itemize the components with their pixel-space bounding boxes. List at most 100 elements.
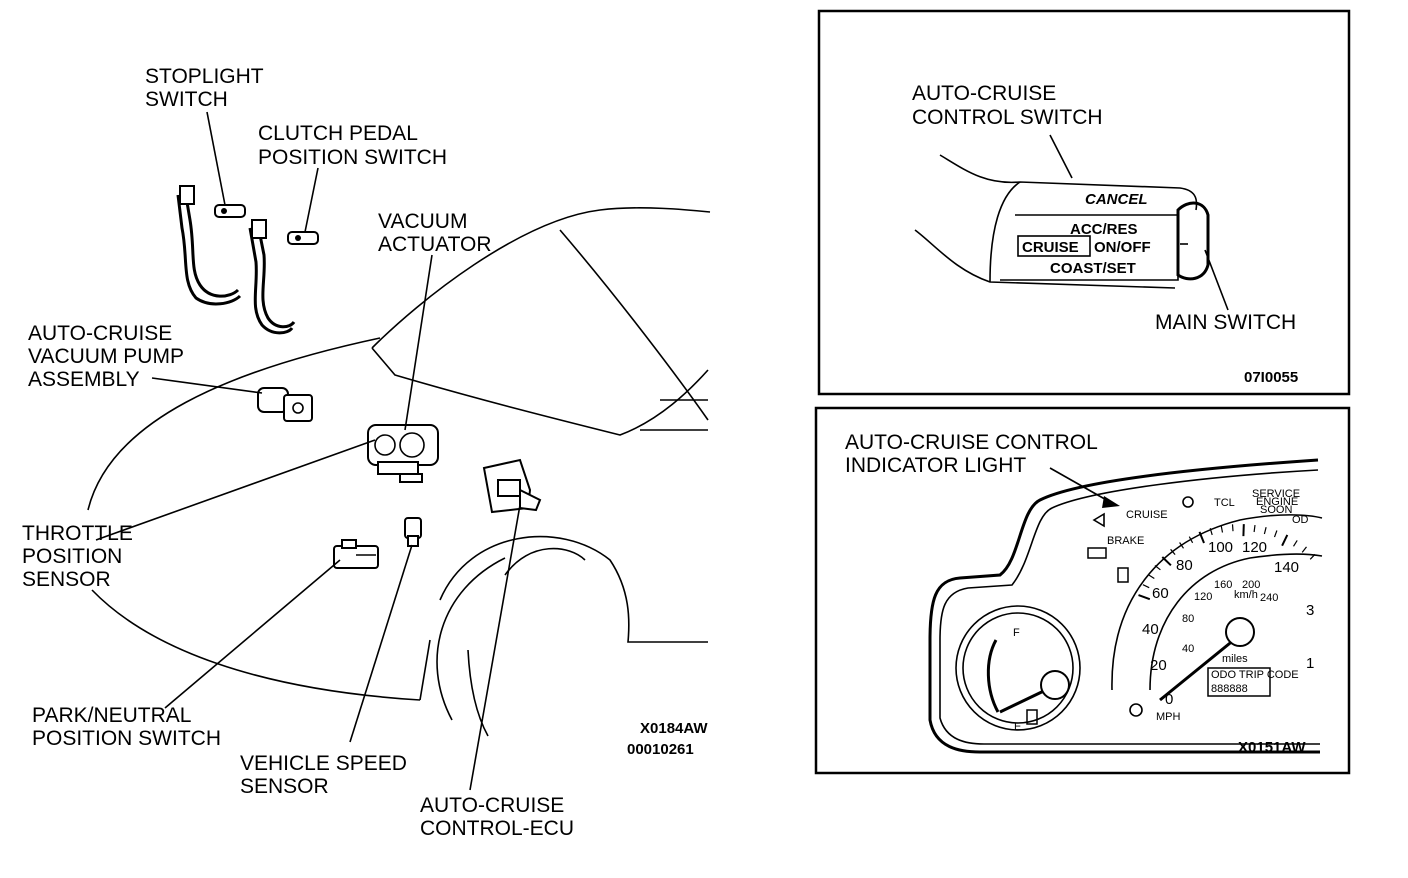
switch-panel-label-line1: AUTO-CRUISE [912,82,1056,105]
svg-text:AUTO-CRUISE: AUTO-CRUISE [420,794,564,817]
speed-tick [1198,531,1205,544]
vacuum-actuator-part [367,424,439,483]
speed-tick [1220,525,1224,533]
speed-tick [1170,548,1176,555]
speed-mark-20: 20 [1150,657,1167,674]
speed-tick [1154,565,1161,571]
speed-tick [1231,524,1234,532]
label-stoplight-switch: STOPLIGHT SWITCH [145,65,264,111]
speed-mark-100: 100 [1208,539,1233,556]
vehicle-speed-sensor-part [404,517,422,547]
leader-lines [95,111,521,791]
speed-mark-160-partial: 3 [1306,602,1314,619]
speed-tick [1301,546,1307,553]
switch-panel: AUTO-CRUISE CONTROL SWITCH CANCEL ACC/RE… [912,82,1298,386]
speed-mark-40: 40 [1142,621,1159,638]
svg-text:SENSOR: SENSOR [240,775,329,798]
inner-mark-80: 80 [1182,613,1194,625]
coast-set-label: COAST/SET [1050,260,1136,277]
kmh-mark-160: 160 [1214,579,1232,591]
svg-text:SENSOR: SENSOR [22,568,111,591]
vacuum-pump-part [257,387,313,422]
speed-mark-60: 60 [1152,585,1169,602]
cruise-switch-label: CRUISE [1022,239,1079,256]
kmh-mark-120: 120 [1194,591,1212,603]
battery-icon [1087,547,1107,559]
svg-text:POSITION: POSITION [22,545,122,568]
speed-tick [1292,540,1298,547]
speed-tick [1179,542,1184,549]
cluster-panel-frame [814,406,1351,775]
odometer-digits: 888888 [1211,683,1248,695]
clutch-pedal [248,219,296,335]
svg-text:POSITION SWITCH: POSITION SWITCH [32,727,221,750]
fuel-low-icon [1117,567,1129,583]
svg-text:ASSEMBLY: ASSEMBLY [28,368,140,391]
od-indicator-label: OD [1292,514,1309,526]
kmh-mark-200: 200 [1242,579,1260,591]
speed-mark-180-partial: 1 [1306,655,1314,672]
speed-tick [1273,530,1278,538]
svg-text:AUTO-CRUISE: AUTO-CRUISE [28,322,172,345]
acc-res-label: ACC/RES [1070,221,1138,238]
svg-text:STOPLIGHT: STOPLIGHT [145,65,264,88]
kmh-mark-240: 240 [1260,592,1278,604]
svg-text:SWITCH: SWITCH [145,88,228,111]
mph-label: MPH [1156,711,1181,723]
odometer-display [1207,667,1271,697]
svg-text:VACUUM: VACUUM [378,210,467,233]
speed-tick [1281,534,1289,547]
svg-text:ACTUATOR: ACTUATOR [378,233,492,256]
speed-mark-80: 80 [1176,557,1193,574]
indicator-arrow-icon [1102,496,1120,508]
speed-tick [1253,525,1256,533]
fuel-empty-label: E [1014,721,1021,733]
speed-tick [1142,584,1150,589]
clutch-switch-part [287,231,319,245]
cruise-indicator-label: CRUISE [1126,509,1168,521]
brake-indicator-label: BRAKE [1107,535,1144,547]
stoplight-switch-part [214,204,246,218]
switch-panel-frame [817,9,1351,396]
brake-pedal [176,185,242,306]
speed-tick [1161,556,1172,567]
speedometer: 0 20 40 60 80 100 120 140 120 160 200 24… [1111,514,1323,723]
fuel-gauge: F E [955,605,1081,733]
label-park-neutral-position-switch: PARK/NEUTRAL POSITION SWITCH [32,704,221,750]
svg-text:CLUTCH PEDAL: CLUTCH PEDAL [258,122,418,145]
svg-text:X0184AW: X0184AW [640,720,708,737]
switch-panel-label-line2: CONTROL SWITCH [912,106,1103,129]
speed-tick [1138,594,1151,601]
speed-tick [1309,553,1316,560]
fuel-pump-icon [1026,709,1038,725]
cancel-label: CANCEL [1085,191,1148,208]
seatbelt-icon [1182,496,1194,508]
cruise-box [1017,235,1091,257]
soon-label: SOON [1260,504,1292,516]
label-vacuum-actuator: VACUUM ACTUATOR [378,210,492,256]
control-ecu-part [482,458,542,514]
service-label: SERVICE [1252,488,1300,500]
speed-tick [1188,536,1194,544]
label-vacuum-pump-assembly: AUTO-CRUISE VACUUM PUMP ASSEMBLY [28,322,184,391]
park-neutral-switch-part [333,539,379,569]
miles-label: miles [1222,653,1248,665]
on-off-label: ON/OFF [1094,239,1151,256]
needle-hub [1225,617,1255,647]
svg-text:PARK/NEUTRAL: PARK/NEUTRAL [32,704,191,727]
svg-text:POSITION SWITCH: POSITION SWITCH [258,146,447,169]
label-vehicle-speed-sensor: VEHICLE SPEED SENSOR [240,752,407,798]
fuel-full-label: F [1013,627,1020,639]
cluster-panel: AUTO-CRUISE CONTROL INDICATOR LIGHT F E … [845,431,1323,756]
car-body-outline [87,207,711,737]
inner-mark-40: 40 [1182,643,1194,655]
cluster-panel-code: X0151AW [1238,739,1306,756]
svg-text:CONTROL-ECU: CONTROL-ECU [420,817,574,840]
left-figure-codes: X0184AW 00010261 [627,720,708,758]
svg-text:VACUUM PUMP: VACUUM PUMP [28,345,184,368]
label-clutch-pedal-position-switch: CLUTCH PEDAL POSITION SWITCH [258,122,447,169]
odo-trip-label: ODO TRIP CODE [1211,669,1299,681]
cruise-stalk: CANCEL ACC/RES CRUISE ON/OFF COAST/SET [914,154,1210,289]
turn-signal-icon [1092,512,1105,528]
